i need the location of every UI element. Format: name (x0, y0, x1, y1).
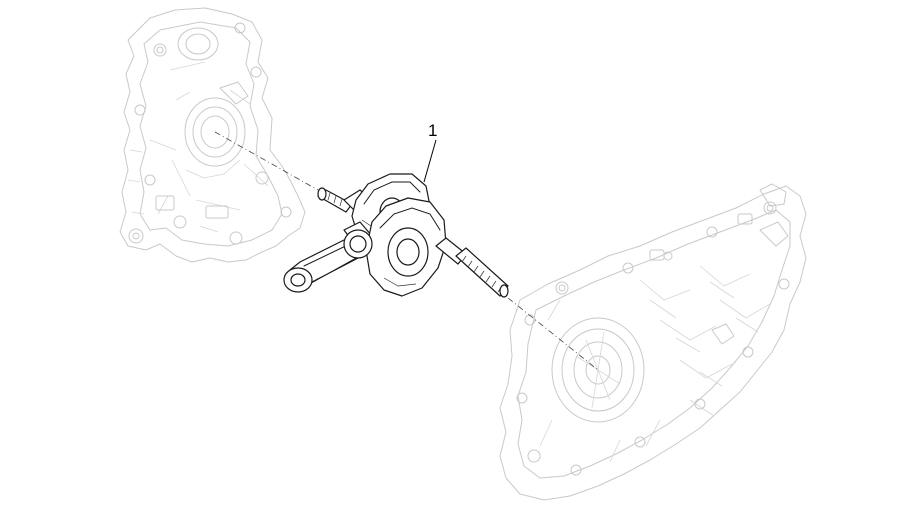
callout-leader-line (423, 139, 437, 183)
crankshaft-axis (214, 131, 599, 371)
crankshaft-assembly (283, 173, 509, 298)
callout-1: 1 (423, 121, 437, 183)
right-crankcase-half (499, 183, 807, 501)
callout-number: 1 (428, 121, 437, 140)
left-crankcase-half (119, 7, 306, 263)
